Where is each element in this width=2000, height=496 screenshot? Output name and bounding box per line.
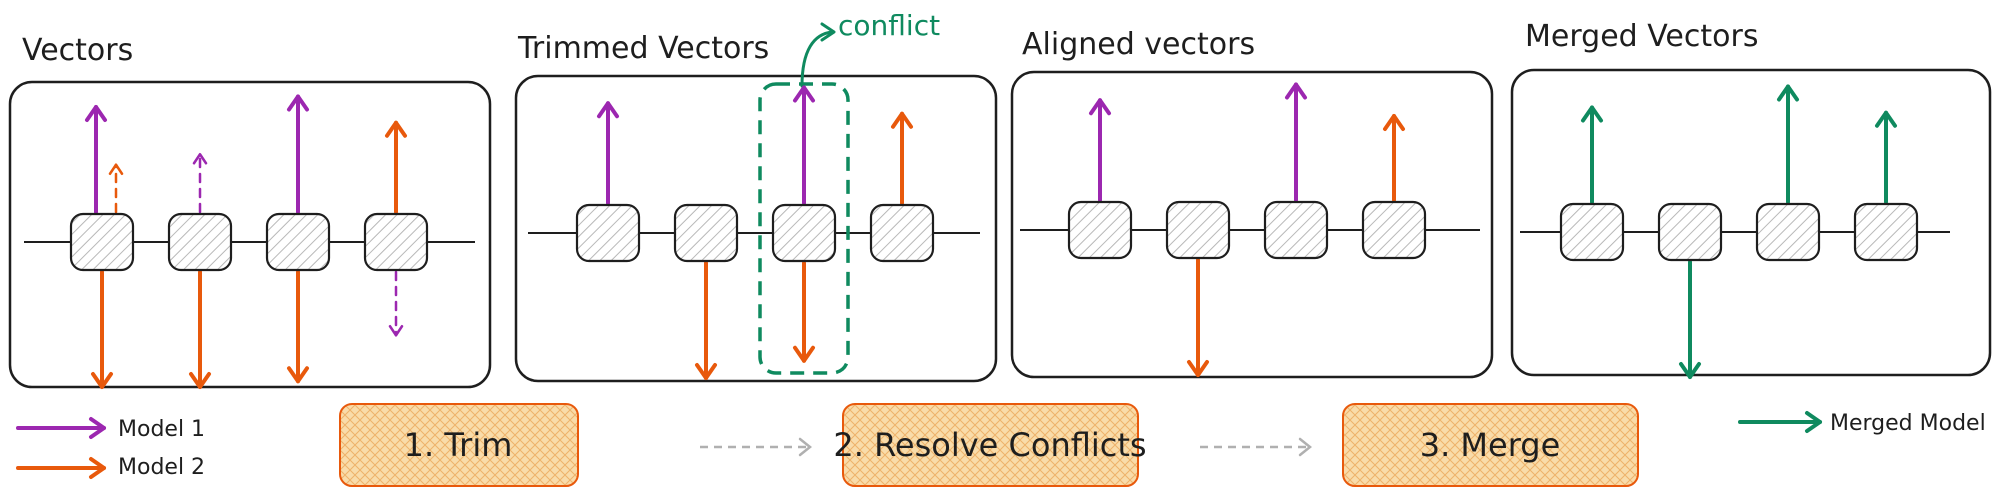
conflict-pointer-head xyxy=(820,22,836,42)
vector-up-3-4 xyxy=(1383,114,1405,202)
panel-title-merged: Merged Vectors xyxy=(1525,19,1758,54)
parameter-node-4-1 xyxy=(1559,202,1625,262)
legend-model2-label: Model 2 xyxy=(118,455,205,480)
legend-merged-label: Merged Model xyxy=(1830,411,1986,436)
vector-up-3-3 xyxy=(1285,82,1307,202)
vector-up-1-3 xyxy=(287,94,309,214)
step-connector-1 xyxy=(700,437,813,457)
step-box-2 xyxy=(842,403,1139,487)
step-box-3 xyxy=(1342,403,1639,487)
legend-model1-label: Model 1 xyxy=(118,417,205,442)
panel-title-trimmed: Trimmed Vectors xyxy=(517,31,769,66)
conflict-pointer xyxy=(800,30,834,88)
parameter-node-3-3 xyxy=(1263,200,1329,260)
parameter-node-4-2 xyxy=(1657,202,1723,262)
parameter-node-2-4 xyxy=(869,203,935,263)
parameter-node-1-2 xyxy=(167,212,233,272)
legend-model2-arrow xyxy=(16,457,106,479)
panel-frame-4 xyxy=(1510,68,1992,377)
legend-model1-arrow xyxy=(16,417,106,439)
vector-down-3-2 xyxy=(1187,258,1209,377)
vector-down-1-2 xyxy=(189,270,211,389)
vector-down-1-1 xyxy=(91,270,113,389)
conflict-box xyxy=(758,82,850,375)
step-trim-label: 1. Trim xyxy=(404,426,513,464)
parameter-node-1-3 xyxy=(265,212,331,272)
vector-up-4-1 xyxy=(1581,105,1603,204)
panel-frame-3 xyxy=(1010,70,1494,379)
parameter-node-4-4 xyxy=(1853,202,1919,262)
step-connector-2 xyxy=(1200,437,1313,457)
vector-up2-1-1 xyxy=(108,163,124,214)
parameter-node-1-4 xyxy=(363,212,429,272)
step-box-1 xyxy=(339,403,579,487)
panel-frame-1 xyxy=(8,80,492,389)
parameter-node-2-1 xyxy=(575,203,641,263)
vector-up-2-3 xyxy=(793,85,815,205)
vector-up-3-1 xyxy=(1089,98,1111,202)
parameter-node-3-1 xyxy=(1067,200,1133,260)
vector-down-4-2 xyxy=(1679,260,1701,379)
panel-frame-2 xyxy=(514,74,998,383)
vector-down-1-4 xyxy=(388,270,404,337)
parameter-node-4-3 xyxy=(1755,202,1821,262)
vector-up-1-4 xyxy=(385,120,407,214)
vector-down-1-3 xyxy=(287,270,309,384)
vector-up-1-2 xyxy=(192,153,208,214)
vector-down-2-3 xyxy=(793,261,815,363)
panel-title-aligned: Aligned vectors xyxy=(1022,27,1255,62)
parameter-node-3-4 xyxy=(1361,200,1427,260)
legend-merged-arrow xyxy=(1738,411,1822,433)
vector-up-2-1 xyxy=(597,101,619,205)
conflict-label: conflict xyxy=(838,9,940,42)
diagram-drawing xyxy=(8,22,1992,479)
vector-down-2-2 xyxy=(695,261,717,380)
parameter-node-2-2 xyxy=(673,203,739,263)
vector-up-2-4 xyxy=(891,111,913,205)
parameter-node-2-3 xyxy=(771,203,837,263)
step-resolve-label: 2. Resolve Conflicts xyxy=(833,426,1146,464)
panel-title-vectors: Vectors xyxy=(22,33,133,68)
step-merge-label: 3. Merge xyxy=(1420,426,1561,464)
vector-up-4-3 xyxy=(1777,84,1799,204)
vector-up-4-4 xyxy=(1875,110,1897,204)
vector-up-1-1 xyxy=(85,105,107,214)
parameter-node-1-1 xyxy=(69,212,135,272)
parameter-node-3-2 xyxy=(1165,200,1231,260)
